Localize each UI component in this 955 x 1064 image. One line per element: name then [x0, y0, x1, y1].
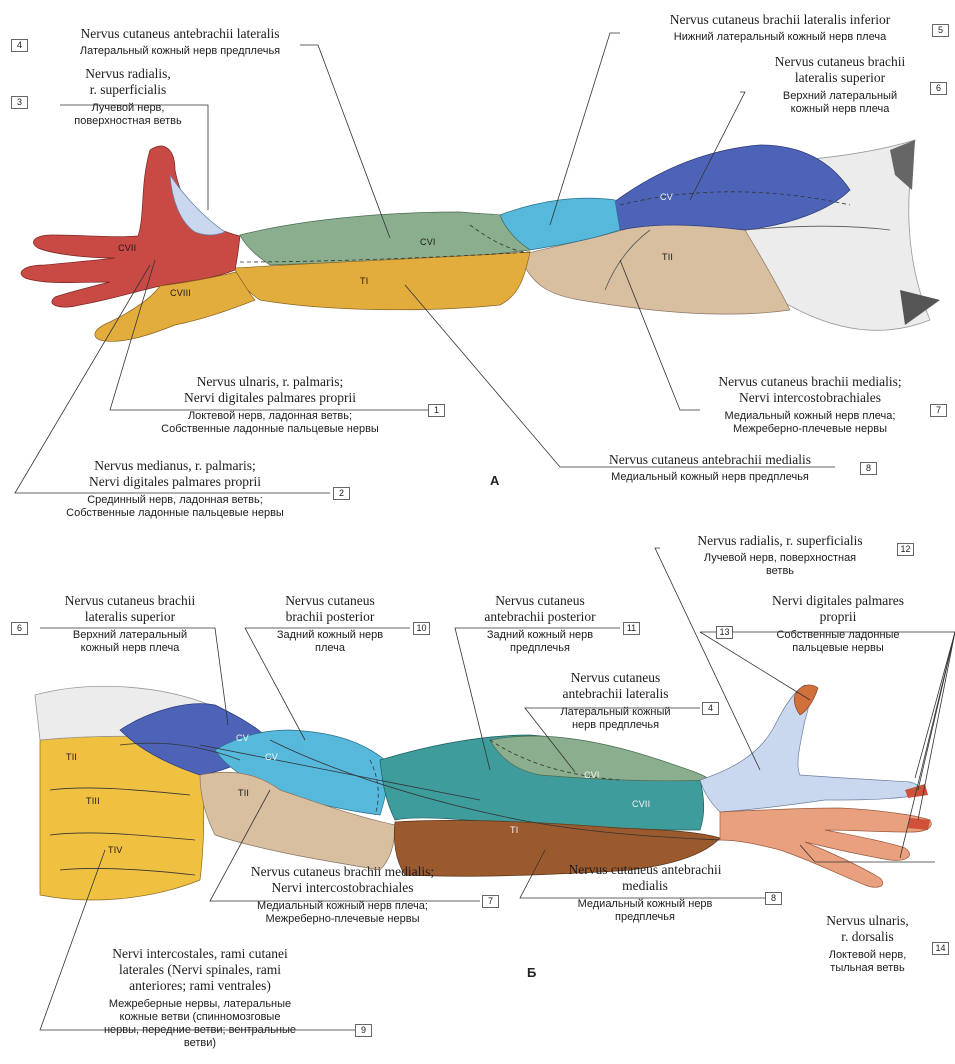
label-6a: Nervus cutaneus brachii lateralis superi…: [740, 54, 940, 116]
num-1: 1: [428, 404, 445, 417]
label-12-russian: Лучевой нерв, поверхностная ветвь: [660, 552, 900, 578]
num-7a: 7: [930, 404, 947, 417]
dermatome-cvi-a: CVI: [420, 237, 436, 247]
label-3-latin: Nervus radialis, r. superficialis: [28, 66, 228, 98]
label-8a-latin: Nervus cutaneus antebrachii medialis: [565, 452, 855, 468]
dermatome-cvii-b: CVII: [632, 799, 650, 809]
label-7b-latin: Nervus cutaneus brachii medialis; Nervi …: [205, 864, 480, 896]
label-7a-latin: Nervus cutaneus brachii medialis; Nervi …: [680, 374, 940, 406]
label-4b-russian: Латеральный кожный нерв предплечья: [528, 706, 703, 732]
dermatome-cv-b2: CV: [265, 752, 278, 762]
label-10-latin: Nervus cutaneus brachii posterior: [250, 593, 410, 625]
dermatome-cviii-a: CVIII: [170, 288, 191, 298]
label-8a: Nervus cutaneus antebrachii medialis Мед…: [565, 452, 855, 484]
label-12: Nervus radialis, r. superficialis Лучево…: [660, 533, 900, 578]
label-8b-latin: Nervus cutaneus antebrachii medialis: [525, 862, 765, 894]
label-14: Nervus ulnaris, r. dorsalis Локтевой нер…: [805, 913, 930, 975]
num-9: 9: [355, 1024, 372, 1037]
dermatome-tiv-b: TIV: [108, 845, 123, 855]
label-9-russian: Межреберные нервы, латеральные кожные ве…: [50, 998, 350, 1050]
panel-label-b: Б: [527, 965, 536, 980]
label-4b: Nervus cutaneus antebrachii lateralis Ла…: [528, 670, 703, 732]
dermatome-cvii-a: CVII: [118, 243, 136, 253]
num-13: 13: [716, 626, 733, 639]
num-8b: 8: [765, 892, 782, 905]
label-3: Nervus radialis, r. superficialis Лучево…: [28, 66, 228, 128]
num-14: 14: [932, 942, 949, 955]
label-4a: Nervus cutaneus antebrachii lateralis Ла…: [40, 26, 320, 58]
panel-label-a: A: [490, 473, 499, 488]
label-6b-russian: Верхний латеральный кожный нерв плеча: [30, 629, 230, 655]
num-3: 3: [11, 96, 28, 109]
label-13-latin: Nervi digitales palmares proprii: [738, 593, 938, 625]
dermatome-ti-a: TI: [360, 276, 368, 286]
label-1: Nervus ulnaris, r. palmaris; Nervi digit…: [110, 374, 430, 436]
label-5-russian: Нижний латеральный кожный нерв плеча: [625, 31, 935, 44]
label-8b-russian: Медиальный кожный нерв предплечья: [525, 898, 765, 924]
label-4a-latin: Nervus cutaneus antebrachii lateralis: [40, 26, 320, 42]
num-6b: 6: [11, 622, 28, 635]
label-4b-latin: Nervus cutaneus antebrachii lateralis: [528, 670, 703, 702]
num-4b: 4: [702, 702, 719, 715]
label-9: Nervi intercostales, rami cutanei latera…: [50, 946, 350, 1050]
label-12-latin: Nervus radialis, r. superficialis: [660, 533, 900, 549]
label-14-russian: Локтевой нерв, тыльная ветвь: [805, 949, 930, 975]
num-11: 11: [623, 622, 640, 635]
label-8b: Nervus cutaneus antebrachii medialis Мед…: [525, 862, 765, 924]
num-7b: 7: [482, 895, 499, 908]
label-13-russian: Собственные ладонные пальцевые нервы: [738, 629, 938, 655]
label-1-russian: Локтевой нерв, ладонная ветвь; Собственн…: [110, 410, 430, 436]
num-4a: 4: [11, 39, 28, 52]
label-10-russian: Задний кожный нерв плеча: [250, 629, 410, 655]
label-11-latin: Nervus cutaneus antebrachii posterior: [455, 593, 625, 625]
num-2: 2: [333, 487, 350, 500]
dermatome-tii-b2: TII: [238, 788, 249, 798]
label-14-latin: Nervus ulnaris, r. dorsalis: [805, 913, 930, 945]
dermatome-tiii-b: TIII: [86, 796, 100, 806]
label-7a: Nervus cutaneus brachii medialis; Nervi …: [680, 374, 940, 436]
label-4a-russian: Латеральный кожный нерв предплечья: [40, 45, 320, 58]
label-7a-russian: Медиальный кожный нерв плеча; Межреберно…: [680, 410, 940, 436]
label-5-latin: Nervus cutaneus brachii lateralis inferi…: [625, 12, 935, 28]
label-1-latin: Nervus ulnaris, r. palmaris; Nervi digit…: [110, 374, 430, 406]
label-11-russian: Задний кожный нерв предплечья: [455, 629, 625, 655]
label-10: Nervus cutaneus brachii posterior Задний…: [250, 593, 410, 655]
label-3-russian: Лучевой нерв, поверхностная ветвь: [28, 102, 228, 128]
num-8a: 8: [860, 462, 877, 475]
num-12: 12: [897, 543, 914, 556]
label-6b-latin: Nervus cutaneus brachii lateralis superi…: [30, 593, 230, 625]
num-10: 10: [413, 622, 430, 635]
label-2: Nervus medianus, r. palmaris; Nervi digi…: [15, 458, 335, 520]
num-6a: 6: [930, 82, 947, 95]
label-2-russian: Срединный нерв, ладонная ветвь; Собствен…: [15, 494, 335, 520]
dermatome-ti-b: TI: [510, 825, 518, 835]
label-6a-russian: Верхний латеральный кожный нерв плеча: [740, 90, 940, 116]
label-6a-latin: Nervus cutaneus brachii lateralis superi…: [740, 54, 940, 86]
dermatome-tii-b: TII: [66, 752, 77, 762]
dermatome-cv-a: CV: [660, 192, 673, 202]
label-7b: Nervus cutaneus brachii medialis; Nervi …: [205, 864, 480, 926]
dermatome-cv-b1: CV: [236, 733, 249, 743]
label-6b: Nervus cutaneus brachii lateralis superi…: [30, 593, 230, 655]
dermatome-tii-a: TII: [662, 252, 673, 262]
num-5: 5: [932, 24, 949, 37]
label-8a-russian: Медиальный кожный нерв предплечья: [565, 471, 855, 484]
label-11: Nervus cutaneus antebrachii posterior За…: [455, 593, 625, 655]
label-5: Nervus cutaneus brachii lateralis inferi…: [625, 12, 935, 44]
label-7b-russian: Медиальный кожный нерв плеча; Межреберно…: [205, 900, 480, 926]
label-9-latin: Nervi intercostales, rami cutanei latera…: [50, 946, 350, 994]
label-2-latin: Nervus medianus, r. palmaris; Nervi digi…: [15, 458, 335, 490]
label-13: Nervi digitales palmares proprii Собстве…: [738, 593, 938, 655]
dermatome-cvi-b: CVI: [584, 770, 600, 780]
